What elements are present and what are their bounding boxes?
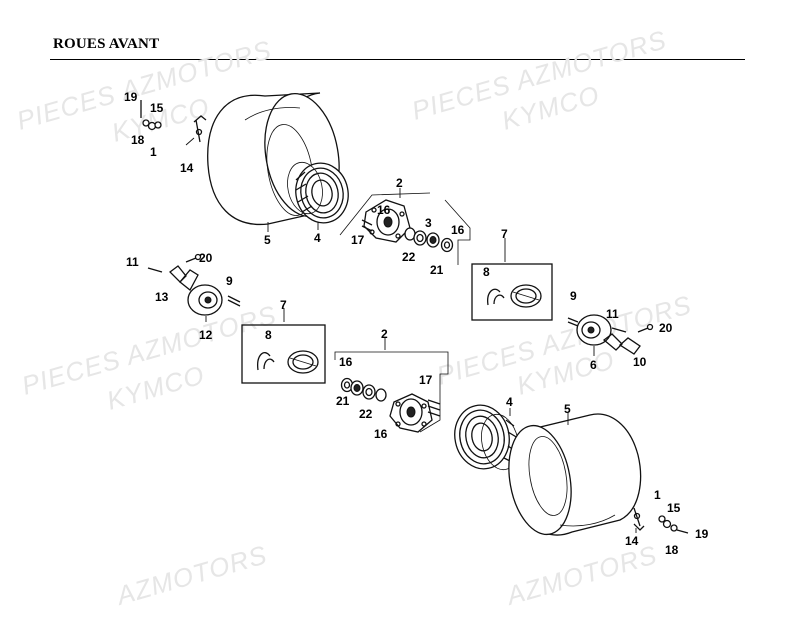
callout-label: 19 (124, 90, 138, 104)
callout-label: 7 (280, 298, 287, 312)
callout-label: 4 (506, 395, 513, 409)
lower-rim (454, 404, 519, 471)
callout-label: 22 (402, 250, 416, 264)
callout-label: 16 (377, 203, 391, 217)
lower-hub-box (334, 351, 449, 433)
callout-label: 2 (396, 176, 403, 190)
page-title: ROUES AVANT (53, 36, 160, 52)
right-brake-drum (567, 314, 654, 355)
leader-lines (185, 137, 637, 533)
lower-hub (389, 393, 441, 433)
upper-valve-stem (193, 115, 207, 143)
callout-label: 21 (430, 263, 444, 277)
callout-label: 2 (381, 327, 388, 341)
callout-label: 8 (483, 265, 490, 279)
callout-label: 17 (351, 233, 365, 247)
callout-label: 18 (131, 133, 145, 147)
upper-rim (287, 161, 349, 224)
callout-label: 4 (314, 231, 321, 245)
callout-label: 14 (180, 161, 194, 175)
callout-label: 1 (150, 145, 157, 159)
callout-label: 20 (199, 251, 213, 265)
callout-label: 16 (451, 223, 465, 237)
callout-label: 18 (665, 543, 679, 557)
callout-labels: 19 15 18 1 14 5 4 2 16 17 3 16 22 21 7 8… (124, 90, 709, 557)
watermark-text: AZMOTORS (501, 539, 660, 611)
upper-hub-bearings (404, 227, 454, 253)
callout-label: 5 (264, 233, 271, 247)
callout-label: 22 (359, 407, 373, 421)
callout-label: 19 (695, 527, 709, 541)
callout-label: 21 (336, 394, 350, 408)
watermark-text: AZMOTORS (111, 539, 270, 611)
callout-label: 16 (374, 427, 388, 441)
upper-hub (361, 199, 411, 243)
callout-label: 14 (625, 534, 639, 548)
callout-label: 5 (564, 402, 571, 416)
callout-label: 15 (150, 101, 164, 115)
callout-label: 9 (570, 289, 577, 303)
lower-hub-bearings (340, 377, 387, 402)
callout-label: 20 (659, 321, 673, 335)
callout-label: 7 (501, 227, 508, 241)
callout-label: 17 (419, 373, 433, 387)
callout-label: 12 (199, 328, 213, 342)
callout-label: 3 (425, 216, 432, 230)
callout-label: 9 (226, 274, 233, 288)
left-brake-shoe-box (241, 324, 326, 384)
left-brake-drum (147, 253, 241, 316)
callout-label: 6 (590, 358, 597, 372)
callout-label: 10 (633, 355, 647, 369)
lower-valve-stem (633, 507, 645, 531)
callout-label: 8 (265, 328, 272, 342)
callout-label: 11 (126, 255, 139, 269)
callout-label: 11 (606, 307, 619, 321)
callout-label: 1 (654, 488, 661, 502)
callout-label: 15 (667, 501, 681, 515)
callout-label: 13 (155, 290, 169, 304)
upper-hub-box (339, 192, 471, 265)
upper-wheel-nuts (140, 100, 162, 131)
title-divider (50, 59, 745, 60)
callout-label: 16 (339, 355, 353, 369)
lower-tire (508, 413, 642, 536)
lower-wheel-nuts (658, 515, 689, 534)
right-brake-shoe-box (471, 263, 553, 321)
